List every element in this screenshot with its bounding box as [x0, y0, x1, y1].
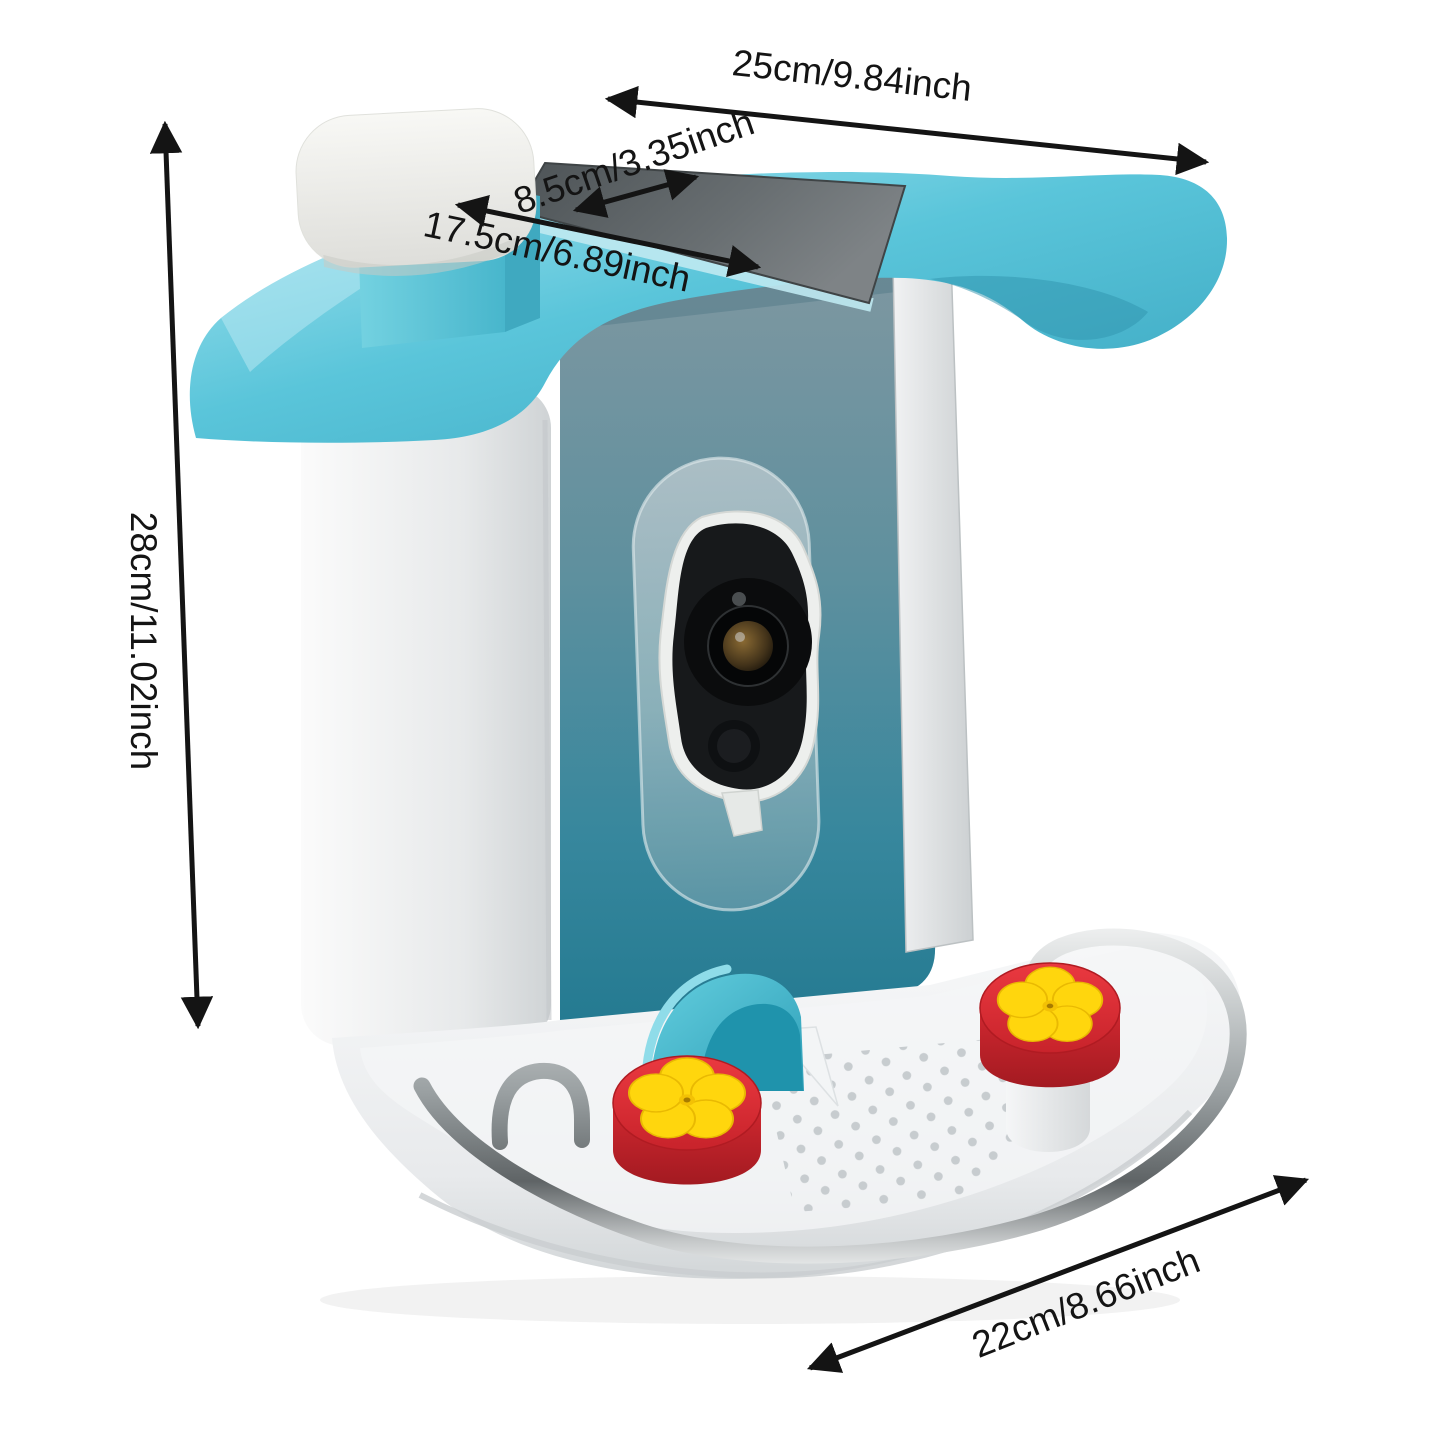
dimension-label-height: 28cm/11.02inch — [123, 511, 164, 771]
flower-right — [996, 966, 1104, 1043]
flower-hole-right — [1046, 1003, 1054, 1009]
dimension-annotations — [149, 85, 1310, 1373]
seed-tank-body — [301, 386, 551, 1046]
arrow-height — [149, 120, 214, 1030]
light-sensor-dot — [732, 592, 746, 606]
feeding-port-right — [979, 962, 1121, 1152]
bird-feeder-product — [189, 108, 1247, 1324]
camera-lens-iris — [723, 621, 773, 671]
flower-hole-left — [683, 1097, 691, 1103]
tank-edge-shadow — [542, 419, 552, 1021]
arrow-roof-depth — [454, 195, 762, 277]
roof-right-underside-shade — [930, 275, 1148, 340]
camera-unit — [658, 510, 822, 837]
pir-sensor-inner — [717, 729, 751, 763]
arrow-top-width — [604, 85, 1210, 176]
hanger-cap-shadow — [323, 236, 519, 276]
camera-mount-tab — [721, 789, 763, 837]
feeding-port-left — [612, 1055, 762, 1185]
roof-front-edge-shade — [221, 201, 510, 372]
perch-rail-loop — [413, 928, 1247, 1264]
perch-rail — [413, 928, 1247, 1264]
lens-glint — [735, 632, 745, 642]
arrow-base-width — [806, 1175, 1310, 1373]
perch-rail-hook — [491, 1062, 590, 1150]
flower-left — [628, 1057, 746, 1139]
right-wall-pillar — [892, 257, 974, 953]
